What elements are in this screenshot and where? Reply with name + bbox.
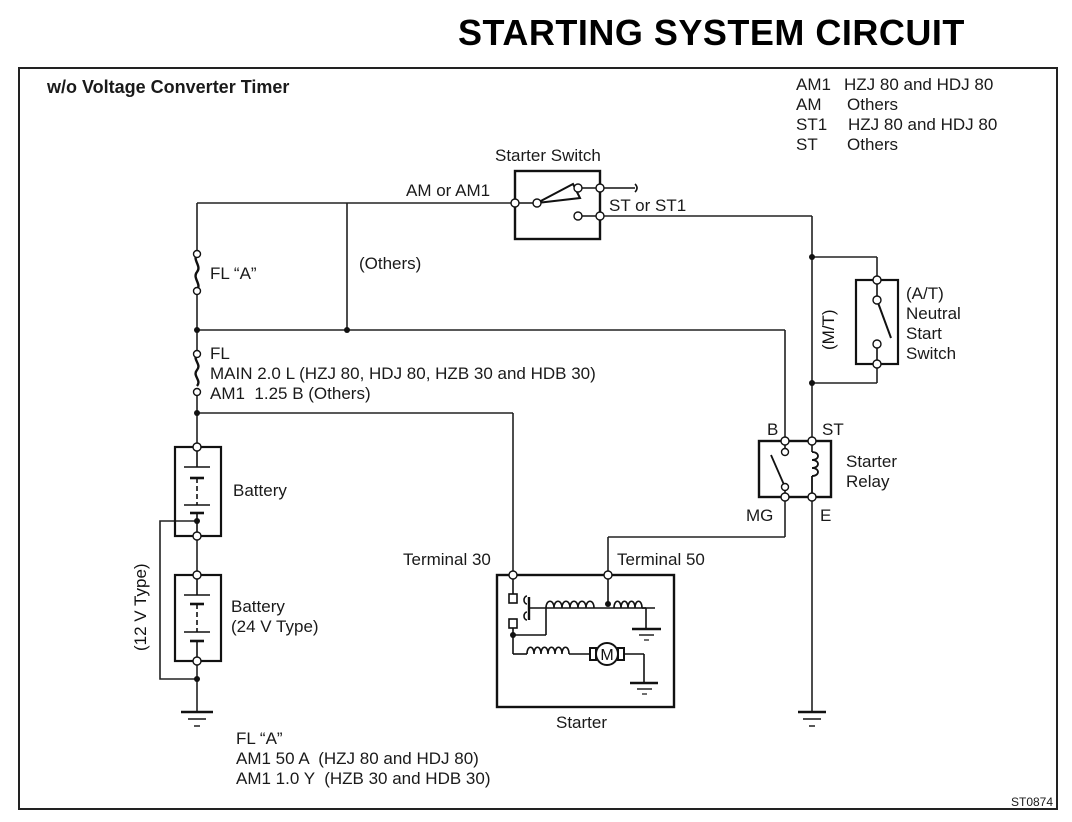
footnote-line1: FL “A”	[236, 729, 283, 748]
relay-terminal-st: ST	[822, 420, 844, 439]
starter-box	[495, 573, 676, 709]
fl-main-line2: MAIN 2.0 L (HZJ 80, HDJ 80, HZB 30 and H…	[210, 364, 596, 383]
diagram-subtitle: w/o Voltage Converter Timer	[47, 77, 290, 97]
fl-main-line3: AM1 1.25 B (Others)	[210, 384, 371, 403]
mt-branch-label: (M/T)	[819, 309, 838, 350]
battery-2-type: (24 V Type)	[231, 617, 319, 636]
battery-2-box	[173, 573, 223, 663]
fuse-fl-main-icon	[194, 353, 200, 387]
legend-desc: Others	[847, 135, 899, 154]
legend-desc: HZJ 80 and HDJ 80	[844, 75, 994, 94]
legend-code: AM	[796, 95, 822, 114]
nss-line2: Neutral	[906, 304, 961, 323]
legend-code: ST1	[796, 115, 828, 134]
am-terminal-label: AM or AM1	[406, 181, 491, 200]
fuse-fl-a-icon	[194, 253, 200, 291]
relay-terminal-mg: MG	[746, 506, 774, 525]
relay-terminal-e: E	[820, 506, 832, 525]
starter-switch-box	[513, 169, 602, 241]
page-title: STARTING SYSTEM CIRCUIT	[458, 12, 965, 53]
footnote-line3: AM1 1.0 Y (HZB 30 and HDB 30)	[236, 769, 491, 788]
nss-line3: Start	[906, 324, 942, 343]
nss-line1: (A/T)	[906, 284, 944, 303]
st-terminal-label: ST or ST1	[609, 196, 687, 215]
relay-terminal-b: B	[767, 420, 779, 439]
nss-line4: Switch	[906, 344, 957, 363]
fl-a-label: FL “A”	[210, 264, 257, 283]
starter-pull-in-coil-icon	[545, 600, 595, 609]
starter-switch-label: Starter Switch	[495, 146, 601, 165]
relay-label-2: Relay	[846, 472, 890, 491]
legend-code: ST	[796, 135, 818, 154]
battery-1-label: Battery	[233, 481, 287, 500]
relay-coil-icon	[811, 451, 819, 497]
motor-symbol: M	[600, 647, 613, 664]
legend-desc: Others	[847, 95, 899, 114]
figure-code: ST0874	[1011, 795, 1054, 809]
battery-2-label: Battery	[231, 597, 285, 616]
fl-main-line1: FL	[210, 344, 230, 363]
footnote-line2: AM1 50 A (HZJ 80 and HDJ 80)	[236, 749, 479, 768]
legend-desc: HZJ 80 and HDJ 80	[848, 115, 998, 134]
battery-12v-label: (12 V Type)	[131, 563, 150, 651]
terminal-50-label: Terminal 50	[617, 550, 705, 569]
starter-motor-icon	[595, 642, 619, 666]
ground-icon-left	[181, 710, 213, 727]
legend-code: AM1	[796, 75, 831, 94]
starter-relay-box	[757, 439, 833, 499]
starter-label: Starter	[556, 713, 608, 732]
others-branch-label: (Others)	[359, 254, 422, 273]
terminal-30-label: Terminal 30	[403, 550, 491, 569]
diagram-frame	[18, 67, 1058, 810]
starter-field-coil-icon	[526, 646, 570, 655]
starter-hold-in-coil-icon	[613, 600, 643, 609]
relay-label-1: Starter	[846, 452, 898, 471]
ground-icon-right	[798, 710, 826, 727]
